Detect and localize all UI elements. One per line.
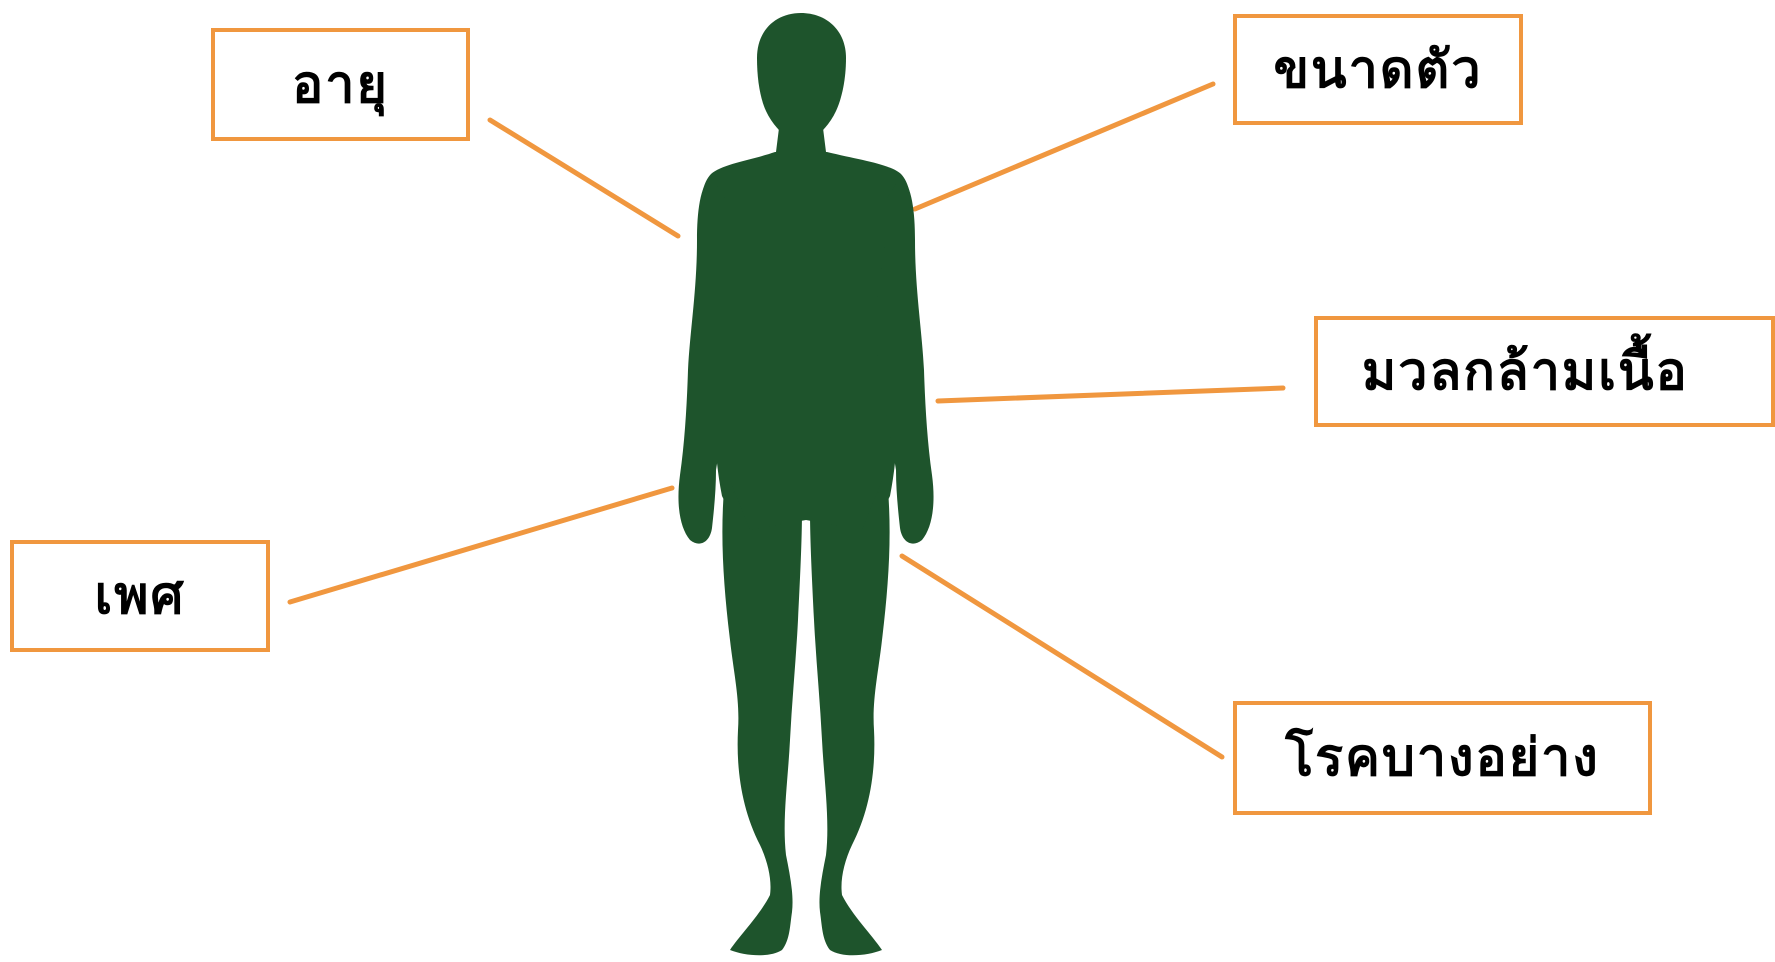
label-age: อายุ: [292, 59, 389, 111]
label-box-age: อายุ: [211, 28, 470, 141]
label-box-sex: เพศ: [10, 540, 270, 652]
label-muscle-mass: มวลกล้ามเนื้อ: [1362, 346, 1689, 398]
silhouette-left-leg: [722, 490, 802, 955]
connector-age: [490, 120, 678, 236]
label-box-body-size: ขนาดตัว: [1233, 14, 1523, 125]
connector-sex: [290, 488, 672, 602]
label-box-disease: โรคบางอย่าง: [1233, 701, 1652, 815]
silhouette-right-leg: [810, 490, 890, 955]
label-box-muscle-mass: มวลกล้ามเนื้อ: [1314, 316, 1775, 427]
connector-body-size: [915, 84, 1213, 209]
label-sex: เพศ: [94, 570, 185, 622]
silhouette-hips: [730, 480, 882, 530]
connector-disease: [902, 556, 1222, 757]
label-body-size: ขนาดตัว: [1273, 44, 1482, 96]
label-disease: โรคบางอย่าง: [1285, 732, 1600, 784]
human-silhouette-icon: [678, 13, 933, 955]
silhouette-head: [757, 13, 846, 140]
connector-muscle-mass: [938, 388, 1283, 401]
